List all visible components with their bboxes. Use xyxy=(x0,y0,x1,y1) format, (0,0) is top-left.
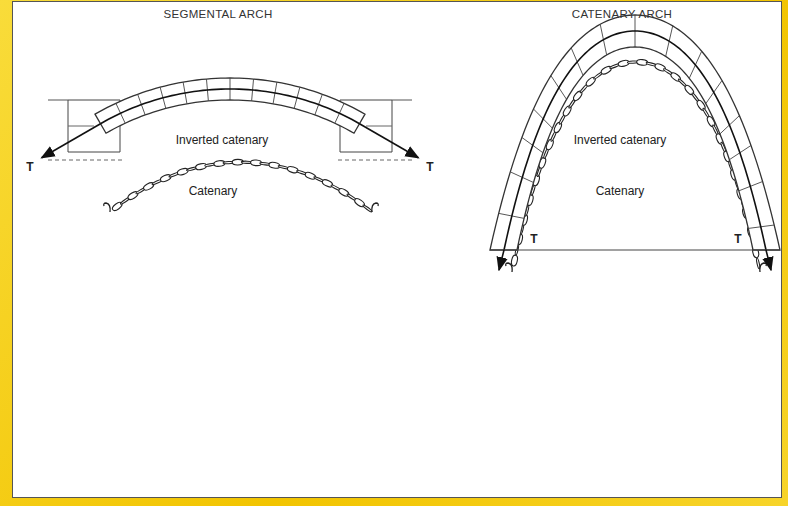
thrust-label: T xyxy=(734,233,741,246)
thrust-label: T xyxy=(426,161,433,174)
chain-link xyxy=(177,167,189,176)
chain-link xyxy=(287,165,299,173)
catenary-arch xyxy=(490,15,780,270)
arch-ring xyxy=(490,15,780,250)
chain-hook xyxy=(506,263,512,272)
curve-label: Catenary xyxy=(596,185,645,198)
thrust-line xyxy=(504,31,766,250)
chain-left xyxy=(104,159,379,212)
thrust-line xyxy=(101,89,360,124)
curve-label: Inverted catenary xyxy=(574,134,667,147)
thrust-arrow xyxy=(42,124,101,158)
arch-heading: SEGMENTAL ARCH xyxy=(164,8,273,21)
dashed-line xyxy=(338,160,412,161)
arch-ring xyxy=(95,78,365,133)
base-line xyxy=(490,250,780,251)
chain-link xyxy=(362,204,372,212)
abutment-line xyxy=(68,126,94,127)
thrust-arrow xyxy=(766,250,771,270)
chain-hook xyxy=(372,203,378,212)
arch-heading: CATENARY ARCH xyxy=(572,8,672,21)
curve-label: Inverted catenary xyxy=(176,134,269,147)
chain-link xyxy=(160,173,172,183)
segmental-arch xyxy=(42,78,419,160)
dashed-line xyxy=(48,160,122,161)
chain-link xyxy=(304,171,316,180)
wall-line xyxy=(48,100,68,101)
chain-hook xyxy=(760,263,766,272)
thrust-label: T xyxy=(530,233,537,246)
thrust-arrow xyxy=(360,124,419,158)
wall-line xyxy=(392,100,412,101)
chain-hook xyxy=(104,203,110,212)
curve-label: Catenary xyxy=(189,185,238,198)
abutment-line xyxy=(366,126,392,127)
thrust-arrow xyxy=(499,250,504,270)
thrust-label: T xyxy=(26,161,33,174)
